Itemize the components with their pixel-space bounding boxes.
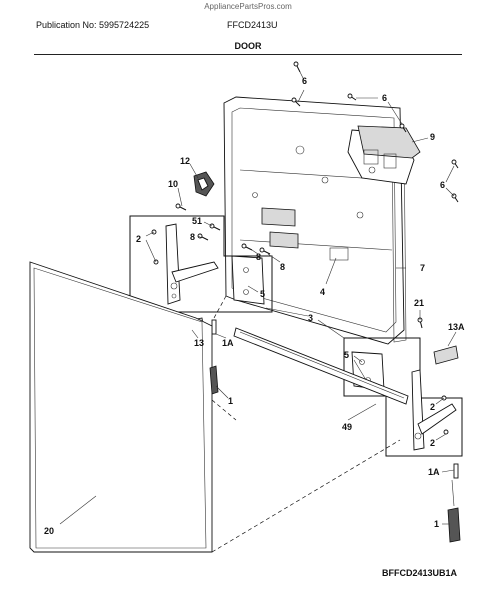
callout-10: 10 <box>168 179 178 189</box>
callout-6a: 6 <box>302 76 307 86</box>
diagram-code: BFFCD2413UB1A <box>382 568 458 578</box>
callout-9: 9 <box>430 132 435 142</box>
screws <box>175 61 459 329</box>
callout-6c: 6 <box>440 180 445 190</box>
callout-51: 51 <box>192 216 202 226</box>
callout-8b: 8 <box>256 252 261 262</box>
callout-2b: 2 <box>430 402 435 412</box>
outer-door-panel[interactable] <box>29 261 219 553</box>
callout-5b: 5 <box>344 350 349 360</box>
detergent-dispenser[interactable] <box>347 125 421 185</box>
handle-clips[interactable] <box>447 479 461 543</box>
callout-21: 21 <box>414 298 424 308</box>
callout-1Aa: 1A <box>222 338 234 348</box>
callout-1b: 1 <box>434 519 439 529</box>
callout-2c: 2 <box>430 438 435 448</box>
model-number: FFCD2413U <box>227 20 278 30</box>
callout-4: 4 <box>320 287 325 297</box>
callout-5a: 5 <box>260 289 265 299</box>
leader-lines <box>59 71 457 525</box>
callout-20: 20 <box>44 526 54 536</box>
callout-13A: 13A <box>448 322 465 332</box>
alignment-lines <box>211 295 401 553</box>
bottom-trim-strip[interactable] <box>233 327 409 405</box>
callout-8a: 8 <box>190 232 195 242</box>
callout-7: 7 <box>420 263 425 273</box>
callout-labels: 6 6 9 6 12 10 2 51 8 8 8 5 4 7 3 21 13 1… <box>44 76 465 536</box>
callout-8c: 8 <box>280 262 285 272</box>
callout-6b: 6 <box>382 93 387 103</box>
callout-49: 49 <box>342 422 352 432</box>
publication-number: Publication No: 5995724225 <box>36 20 150 30</box>
callout-1a: 1 <box>228 396 233 406</box>
site-watermark: AppliancePartsPros.com <box>204 2 292 11</box>
header-divider <box>34 54 462 55</box>
section-title: DOOR <box>234 41 262 51</box>
callout-12: 12 <box>180 156 190 166</box>
door-latch[interactable] <box>193 171 215 197</box>
callout-3: 3 <box>308 313 313 323</box>
callout-13: 13 <box>194 338 204 348</box>
callout-1Ab: 1A <box>428 467 440 477</box>
callout-2a: 2 <box>136 234 141 244</box>
